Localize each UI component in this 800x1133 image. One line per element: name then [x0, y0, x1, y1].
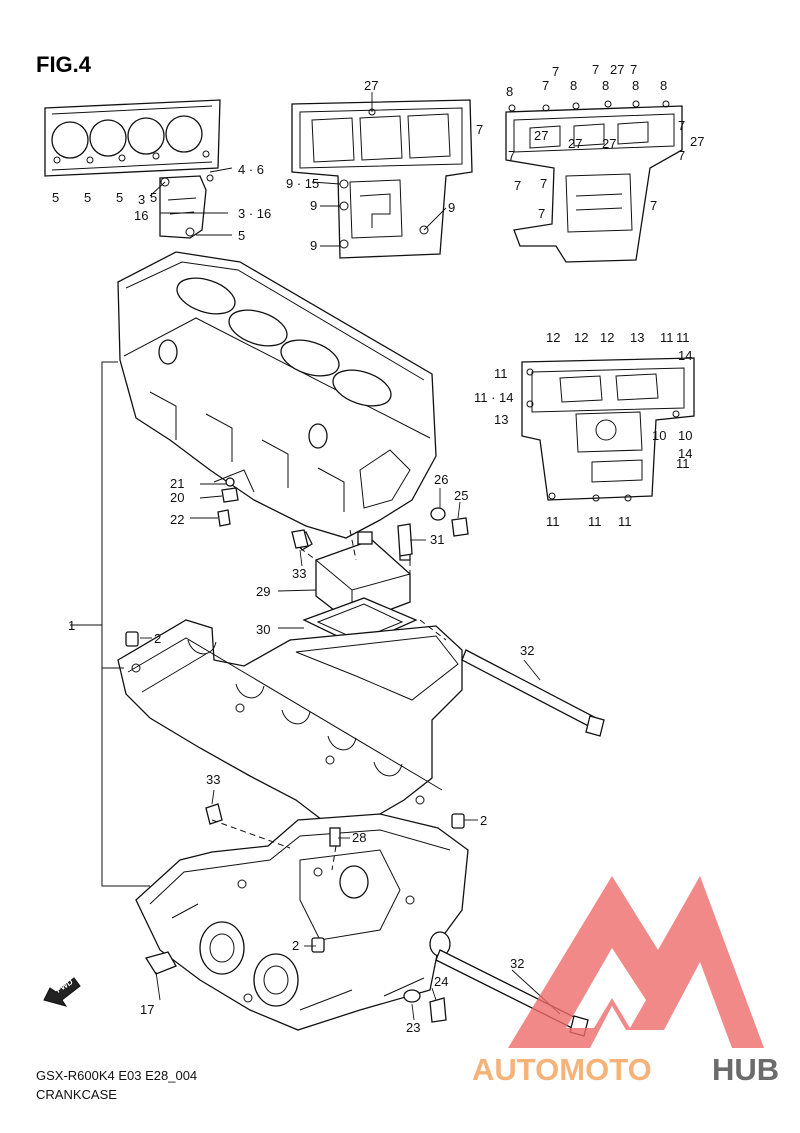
part-label: 14 — [678, 446, 692, 461]
part-label: 3 — [138, 192, 145, 207]
part-label: 10 — [652, 428, 666, 443]
part-label: 26 — [434, 472, 448, 487]
part-label: 27 — [568, 136, 582, 151]
part-label: 10 — [678, 428, 692, 443]
model-code-caption: GSX-R600K4 E03 E28_004 — [36, 1068, 197, 1083]
guide-lines — [211, 529, 447, 871]
part-label: 24 — [434, 974, 448, 989]
part-label: 7 — [592, 62, 599, 77]
part-label: 7 — [678, 148, 685, 163]
part-label: 2 — [154, 631, 161, 646]
part-label: 3 · 16 — [238, 206, 271, 221]
part-label: 7 — [540, 176, 547, 191]
inset-upper-case-bolt-view — [505, 100, 683, 263]
part-label: 12 — [574, 330, 588, 345]
part-label: 11 — [618, 514, 632, 529]
part-label: 5 — [84, 190, 91, 205]
part-label: 7 — [630, 62, 637, 77]
watermark-text-primary: AUTOMOTO — [472, 1052, 652, 1087]
part-label: 29 — [256, 584, 270, 599]
part-label: 31 — [430, 532, 444, 547]
crankcase-bottom-half — [135, 813, 469, 1031]
part-label: 8 — [660, 78, 667, 93]
part-label: 27 — [364, 78, 378, 93]
forward-direction-arrow: FWD — [43, 977, 81, 1007]
part-label: 2 — [292, 938, 299, 953]
leader-lines — [140, 92, 561, 1021]
part-label: 11 — [660, 330, 674, 345]
part-label: 22 — [170, 512, 184, 527]
part-label: 11 — [546, 514, 560, 529]
part-label: 30 — [256, 622, 270, 637]
part-label: 2 — [480, 813, 487, 828]
upper-crankcase-block — [117, 251, 437, 539]
part-label: 7 — [514, 178, 521, 193]
part-label: 17 — [140, 1002, 154, 1017]
part-label: 27 — [534, 128, 548, 143]
part-label: 33 — [292, 566, 306, 581]
part-label: 7 — [508, 148, 515, 163]
part-label: 23 — [406, 1020, 420, 1035]
part-label: 4 · 6 — [238, 162, 264, 177]
part-label: 25 — [454, 488, 468, 503]
part-label: 12 — [546, 330, 560, 345]
part-label: 11 · 14 — [474, 390, 514, 405]
lower-crankcase — [117, 619, 463, 829]
part-label: 7 — [542, 78, 549, 93]
part-label: 32 — [510, 956, 524, 971]
part-label: 16 — [134, 208, 148, 223]
part-label: 8 — [632, 78, 639, 93]
part-label: 11 — [494, 366, 508, 381]
part-label: 13 — [630, 330, 644, 345]
inset-upper-case-top-view — [291, 99, 473, 259]
part-label: 7 — [650, 198, 657, 213]
inset-head-gasket-view — [44, 99, 221, 239]
part-label: 9 · 15 — [286, 176, 319, 191]
part-label: 32 — [520, 643, 534, 658]
part-label: 33 — [206, 772, 220, 787]
part-label: 20 — [170, 490, 184, 505]
part-label: 11 — [676, 456, 690, 471]
part-label: 9 — [310, 198, 317, 213]
part-label: 14 — [678, 348, 692, 363]
part-label: 5 — [150, 190, 157, 205]
watermark-logo-icon — [508, 876, 764, 1048]
part-label: 8 — [570, 78, 577, 93]
oil-strainer-assembly — [295, 527, 418, 647]
part-label: 21 — [170, 476, 184, 491]
part-label: 11 — [588, 514, 602, 529]
assembly-bracket — [70, 361, 150, 887]
part-label: 9 — [310, 238, 317, 253]
part-label: 1 — [68, 618, 75, 633]
part-label: 8 — [506, 84, 513, 99]
part-label: 12 — [600, 330, 614, 345]
part-label: 7 — [552, 64, 559, 79]
part-label: 13 — [494, 412, 508, 427]
part-label: 27 — [602, 136, 616, 151]
part-label: 9 — [448, 200, 455, 215]
section-name-caption: CRANKCASE — [36, 1087, 117, 1102]
part-label: 27 — [610, 62, 624, 77]
part-number-labels: 1 2 2 2 3 3 · 16 4 · 6 5 5 5 5 5 7 7 7 7… — [52, 62, 704, 1035]
part-label: 7 — [678, 118, 685, 133]
part-label: 5 — [52, 190, 59, 205]
inset-lower-case-bottom-view — [521, 357, 695, 502]
part-label: 7 — [476, 122, 483, 137]
part-label: 7 — [538, 206, 545, 221]
part-label: 27 — [690, 134, 704, 149]
part-label: 28 — [352, 830, 366, 845]
part-label: 11 — [676, 330, 690, 345]
part-label: 5 — [238, 228, 245, 243]
part-label: 5 — [116, 190, 123, 205]
watermark-text-secondary: HUB — [712, 1052, 779, 1087]
part-label: 8 — [602, 78, 609, 93]
watermark: AUTOMOTO HUB — [472, 876, 779, 1087]
figure-title: FIG.4 — [36, 52, 92, 77]
